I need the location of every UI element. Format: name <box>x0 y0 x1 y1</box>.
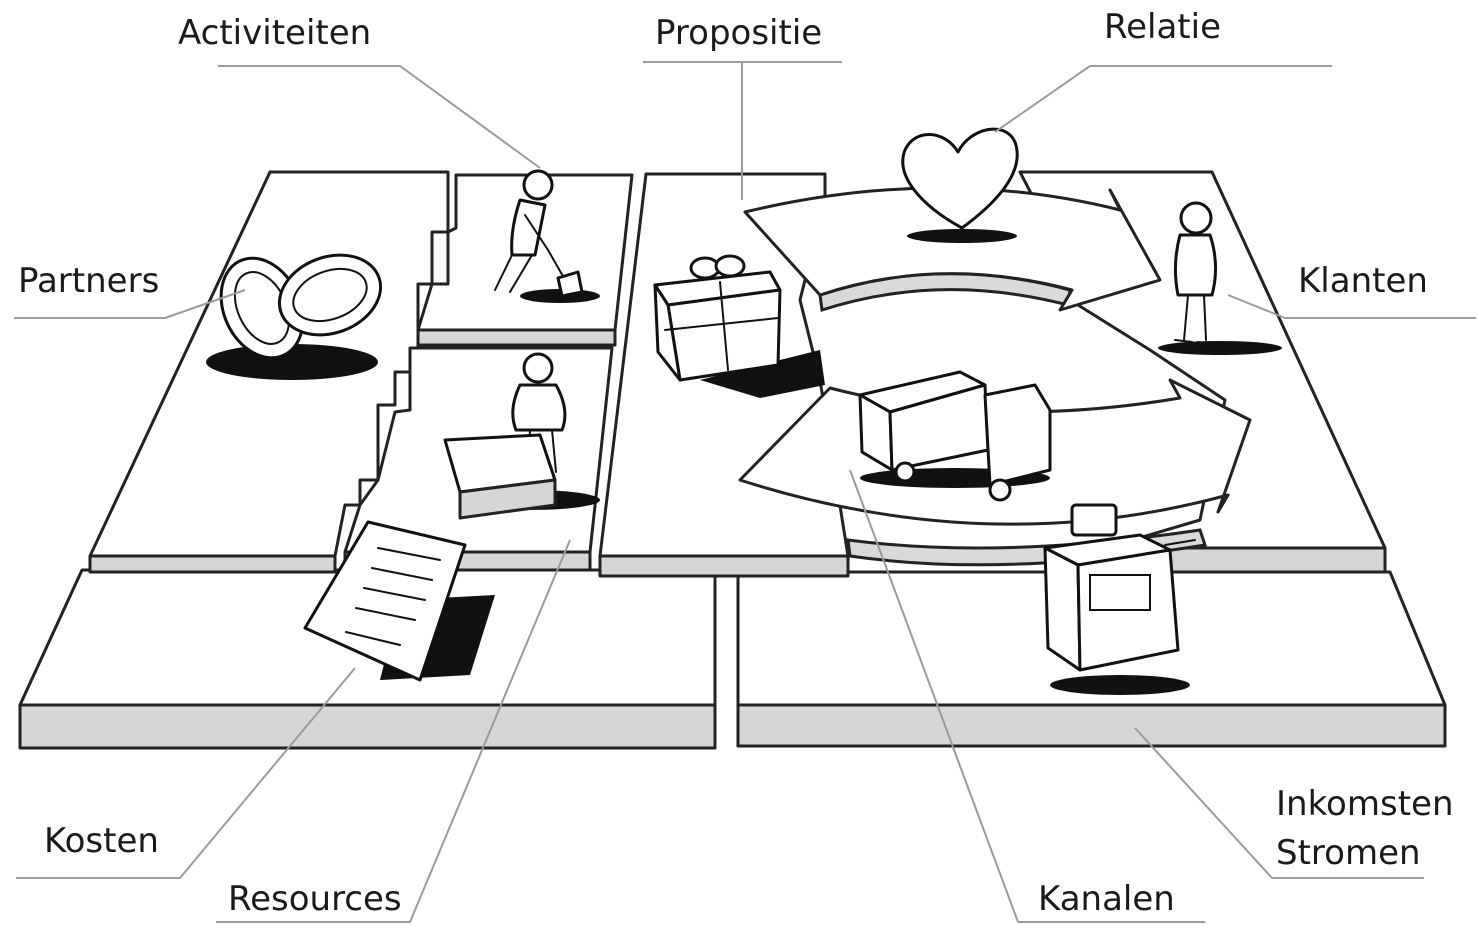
cash-register-icon <box>1043 503 1196 695</box>
label-inkomsten-line1: Inkomsten <box>1276 784 1454 824</box>
label-propositie: Propositie <box>655 13 822 53</box>
label-klanten: Klanten <box>1298 261 1428 301</box>
person-at-machine-icon <box>443 352 600 520</box>
document-icon <box>303 520 495 682</box>
label-activiteiten: Activiteiten <box>178 13 371 53</box>
leader-lines <box>14 61 1476 923</box>
label-kanalen: Kanalen <box>1038 879 1175 919</box>
gift-icon <box>653 254 825 398</box>
label-resources: Resources <box>228 879 402 919</box>
digging-person-icon <box>494 169 600 303</box>
heart-icon <box>901 127 1019 243</box>
label-inkomsten-line2: Stromen <box>1276 833 1421 873</box>
label-partners: Partners <box>18 261 159 301</box>
truck-icon <box>858 370 1052 502</box>
customer-person-icon <box>1158 201 1282 355</box>
label-kosten: Kosten <box>44 821 159 861</box>
relationship-arrow <box>743 186 1162 312</box>
rings-icon <box>206 253 383 380</box>
label-relatie: Relatie <box>1104 7 1221 47</box>
